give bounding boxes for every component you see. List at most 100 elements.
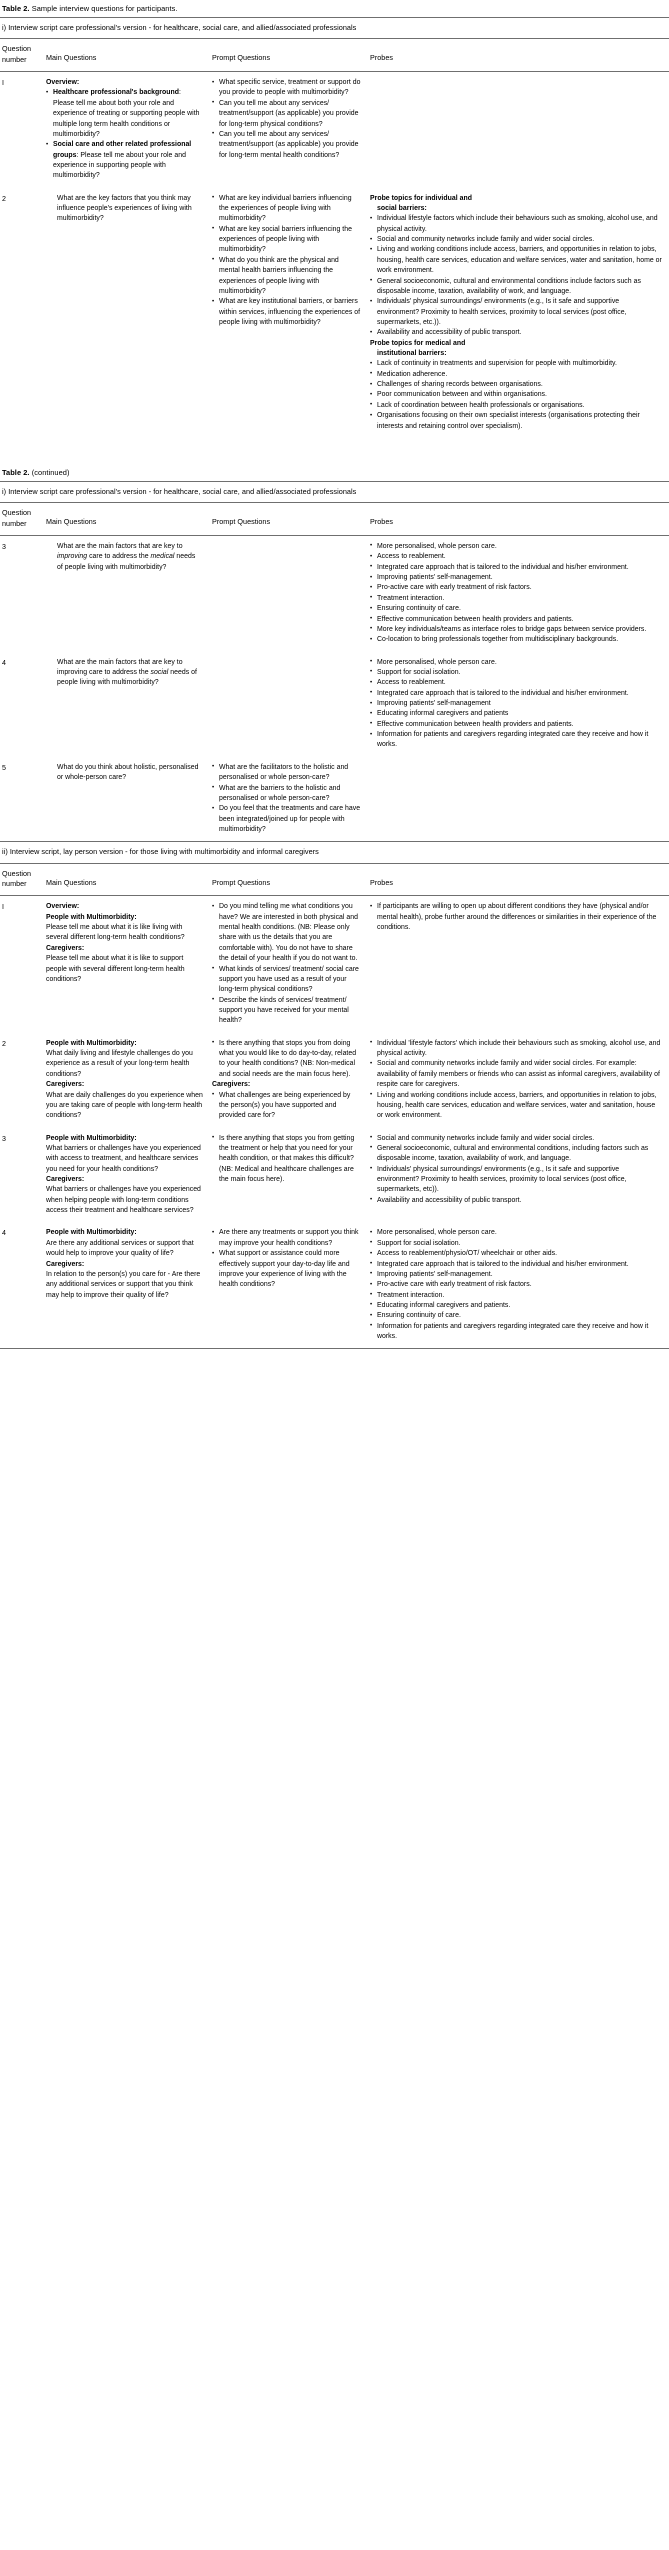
list-item: Lack of continuity in treatments and sup… [370, 359, 662, 369]
row-probes: More personalised, whole person care. Ac… [368, 536, 669, 652]
list-item: Improving patients' self-management. [370, 1269, 662, 1280]
table-row: 2 What are the key factors that you thin… [0, 188, 669, 438]
probe-group: Probe topics for medical and institution… [370, 339, 662, 432]
group-heading: People with Multimorbidity: [46, 1039, 137, 1047]
list-item: Co-location to bring professionals toget… [370, 635, 662, 645]
header-question-number: Question number [2, 508, 32, 528]
list-item: What are the facilitators to the holisti… [212, 762, 361, 784]
list-item: Integrated care approach that is tailore… [370, 1259, 662, 1270]
row-probes: Individual 'lifestyle factors' which inc… [368, 1033, 669, 1128]
probe-group-heading: Probe topics for individual and [370, 194, 472, 202]
probe-bullet-list: Social and community networks include fa… [370, 1133, 662, 1207]
header-probes: Probes [370, 517, 393, 527]
list-item: Information for patients and caregivers … [370, 730, 662, 751]
row-probes: More personalised, whole person care. Su… [368, 1222, 669, 1348]
overview-label: Overview: [46, 79, 80, 87]
row-prompt-questions: What specific service, treatment or supp… [210, 72, 368, 188]
list-item: What challenges are being experienced by… [212, 1090, 361, 1122]
row-probes: If participants are willing to open up a… [368, 896, 669, 1032]
header-main-questions: Main Questions [46, 53, 97, 63]
table-header: Question number Main Questions Prompt Qu… [0, 39, 669, 71]
probe-bullet-list: More personalised, whole person care. Su… [370, 657, 662, 751]
list-item: Are there any treatments or support you … [212, 1228, 361, 1249]
row-probes: Social and community networks include fa… [368, 1128, 669, 1223]
group-body: In relation to the person(s) you care fo… [46, 1270, 201, 1299]
main-question-text: What are the main factors that are key t… [57, 542, 196, 571]
group-body: Please tell me about what it is like to … [46, 955, 185, 983]
list-item: What do you think are the physical and m… [212, 255, 361, 297]
list-item: Availability and accessibility of public… [370, 328, 662, 338]
table-row: 3 People with Multimorbidity: What barri… [0, 1128, 669, 1223]
header-rule [0, 71, 669, 73]
probe-bullet-list: Individual lifestyle factors which inclu… [370, 214, 662, 338]
table-row: 4 People with Multimorbidity: Are there … [0, 1222, 669, 1348]
list-item: Access to reablement. [370, 678, 662, 688]
list-item: Support for social isolation. [370, 667, 662, 678]
row-prompt-questions: What are key individual barriers influen… [210, 188, 368, 438]
prompt-bullet-list: Are there any treatments or support you … [212, 1228, 361, 1290]
document-page: Table 2. Sample interview questions for … [0, 0, 669, 1349]
row-main-questions: People with Multimorbidity: What barrier… [44, 1128, 210, 1223]
probe-group-heading-cont: institutional barriers: [377, 350, 447, 358]
row-main-questions: What do you think about holistic, person… [44, 757, 210, 842]
main-bullet-list: Healthcare professional's background: Pl… [46, 88, 203, 181]
list-item: General socioeconomic, cultural and envi… [370, 1143, 662, 1165]
group-body: Please tell me about what it is like liv… [46, 924, 185, 942]
probe-group-heading: Probe topics for medical and [370, 339, 466, 347]
section-rule [0, 502, 669, 504]
header-probes: Probes [370, 53, 393, 63]
row-main-questions: People with Multimorbidity: What daily l… [44, 1033, 210, 1128]
prompt-bullet-list: Is there anything that stops you from do… [212, 1038, 361, 1080]
list-item: Availability and accessibility of public… [370, 1195, 662, 1206]
table-header-row: Question number Main Questions Prompt Qu… [0, 39, 669, 71]
row-main-questions: What are the main factors that are key t… [44, 536, 210, 652]
interview-questions-table-part1: Question number Main Questions Prompt Qu… [0, 39, 669, 71]
row-number: 2 [2, 194, 6, 203]
row-number: I [2, 903, 4, 912]
main-question-text: What are the main factors that are key t… [57, 658, 197, 687]
row-main-questions: People with Multimorbidity: Are there an… [44, 1222, 210, 1348]
list-item: Living and working conditions include ac… [370, 1090, 662, 1122]
list-item: If participants are willing to open up a… [370, 902, 662, 933]
group-heading: Caregivers: [46, 944, 85, 952]
interview-questions-body-part3: I Overview: People with Multimorbidity: … [0, 896, 669, 1348]
section-divider-rule [0, 841, 669, 843]
list-item: Treatment interaction. [370, 593, 662, 604]
list-item: General socioeconomic, cultural and envi… [370, 276, 662, 298]
prompt-bullet-list: What are the facilitators to the holisti… [212, 762, 361, 836]
list-item: Integrated care approach that is tailore… [370, 688, 662, 699]
table-top-rule [0, 480, 669, 482]
header-prompt-questions: Prompt Questions [212, 877, 271, 887]
list-item: Is there anything that stops you from do… [212, 1038, 361, 1080]
group-heading: Caregivers: [46, 1260, 85, 1268]
prompt-bullet-list: Do you mind telling me what conditions y… [212, 902, 361, 1026]
row-number: 3 [2, 542, 6, 551]
header-question-line2: number [2, 54, 27, 64]
row-probes [368, 757, 669, 842]
header-prompt-questions: Prompt Questions [212, 517, 271, 527]
probe-bullet-list: More personalised, whole person care. Ac… [370, 541, 662, 646]
list-item: Ensuring continuity of care. [370, 1311, 662, 1321]
list-item: Improving patients' self-management. [370, 573, 662, 583]
header-question-line1: Question [2, 44, 32, 54]
row-prompt-questions: Is there anything that stops you from do… [210, 1033, 368, 1128]
table-caption-label: Table 2. [2, 4, 30, 13]
probe-bullet-list: More personalised, whole person care. Su… [370, 1228, 662, 1342]
table-caption-continued: Table 2. (continued) [0, 464, 669, 481]
main-question-text: What are the key factors that you think … [57, 194, 192, 223]
section-rule [0, 862, 669, 864]
list-item: What kinds of services/ treatment/ socia… [212, 964, 361, 996]
row-number: 4 [2, 658, 6, 667]
row-probes: Probe topics for individual and social b… [368, 188, 669, 438]
header-question-number: Question number [0, 39, 44, 71]
list-item: Can you tell me about any services/ trea… [212, 98, 361, 130]
list-item: What support or assistance could more ef… [212, 1249, 361, 1290]
list-item: What are the barriers to the holistic an… [212, 783, 361, 805]
table-row: 2 People with Multimorbidity: What daily… [0, 1033, 669, 1128]
table-top-rule [0, 16, 669, 18]
group-body: Are there any additional services or sup… [46, 1239, 194, 1258]
row-probes: More personalised, whole person care. Su… [368, 652, 669, 757]
table-header: Question number Main Questions Prompt Qu… [0, 864, 669, 896]
list-item: Access to reablement. [370, 552, 662, 562]
interview-questions-table-part2-header: Question number Main Questions Prompt Qu… [0, 503, 669, 535]
